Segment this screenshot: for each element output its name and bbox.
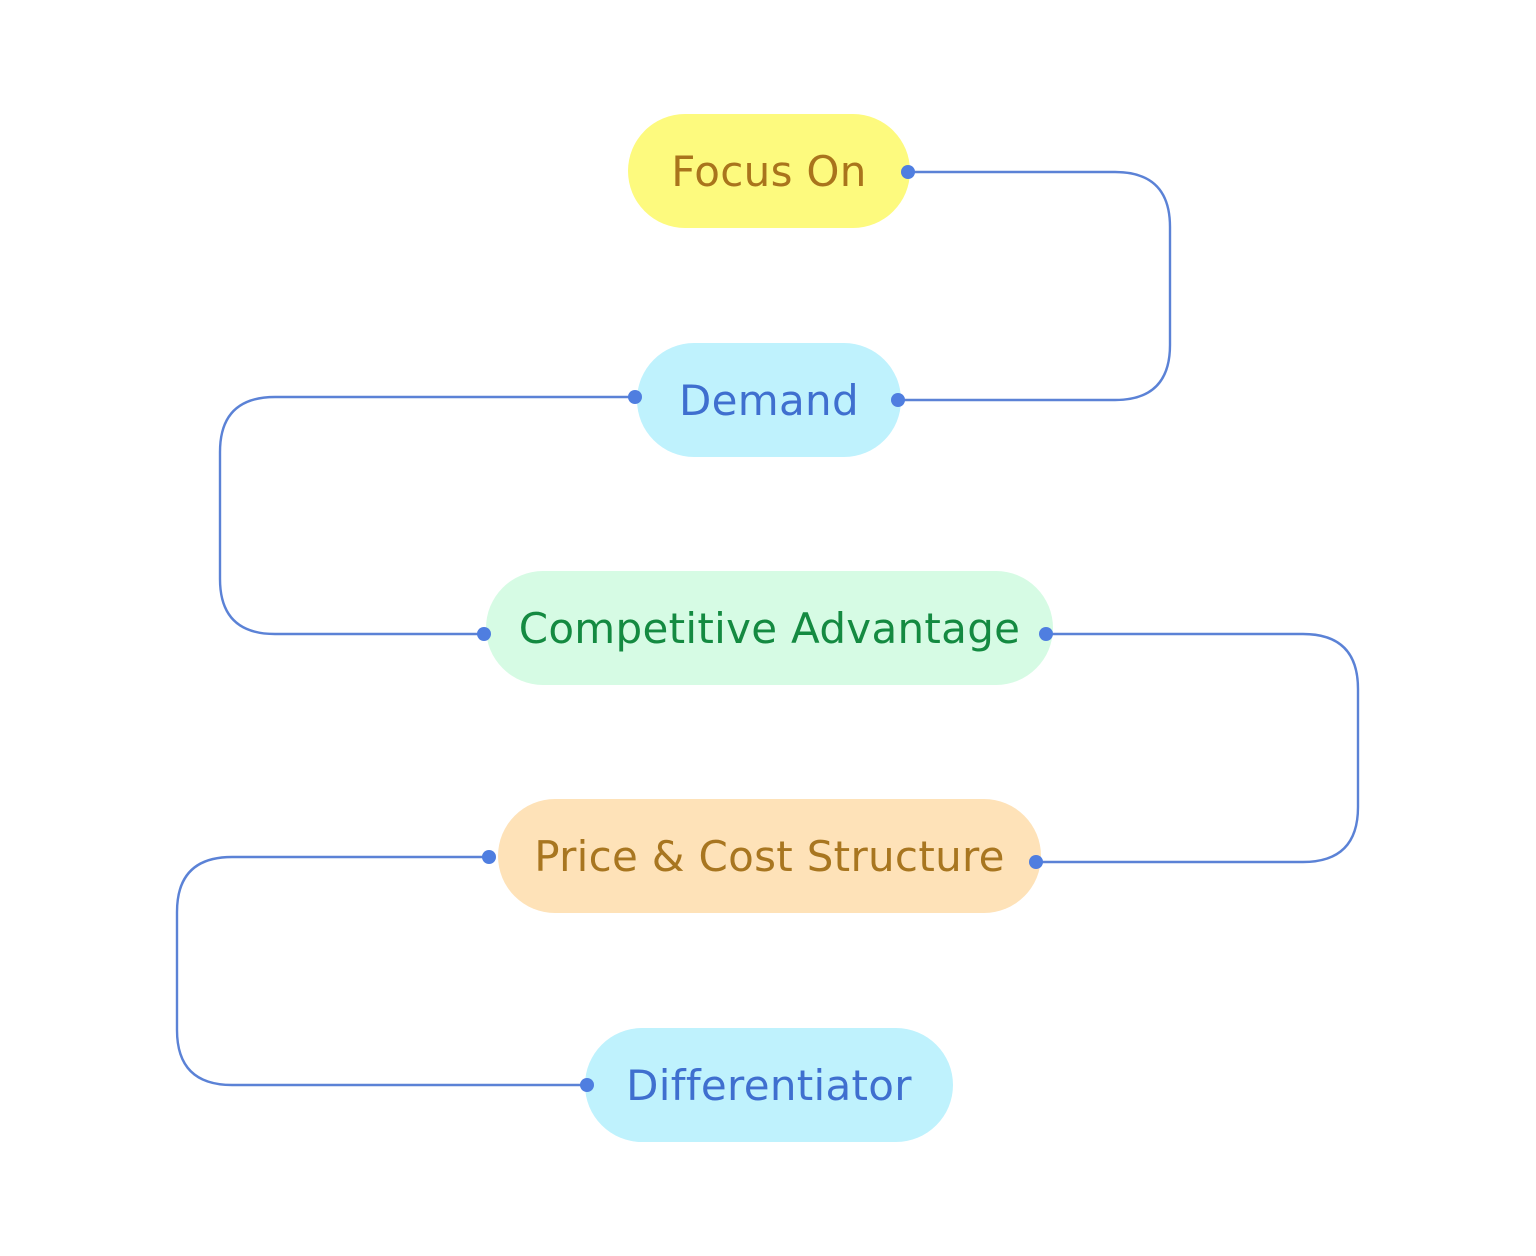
connector-advantage-to-price (1034, 632, 1360, 864)
connector-focus-to-demand (896, 170, 1172, 402)
node-focus-on-label: Focus On (671, 146, 867, 196)
node-competitive-advantage[interactable]: Competitive Advantage (486, 571, 1053, 685)
connector-price-to-differentiator (175, 855, 589, 1087)
node-demand-label: Demand (679, 375, 859, 425)
node-competitive-advantage-label: Competitive Advantage (518, 603, 1021, 653)
node-differentiator-label: Differentiator (626, 1060, 912, 1110)
node-focus-on[interactable]: Focus On (628, 114, 910, 228)
connector-demand-to-advantage (218, 395, 637, 636)
node-price-cost-structure-label: Price & Cost Structure (534, 831, 1005, 881)
node-differentiator[interactable]: Differentiator (585, 1028, 953, 1142)
node-demand[interactable]: Demand (637, 343, 901, 457)
node-price-cost-structure[interactable]: Price & Cost Structure (498, 799, 1041, 913)
